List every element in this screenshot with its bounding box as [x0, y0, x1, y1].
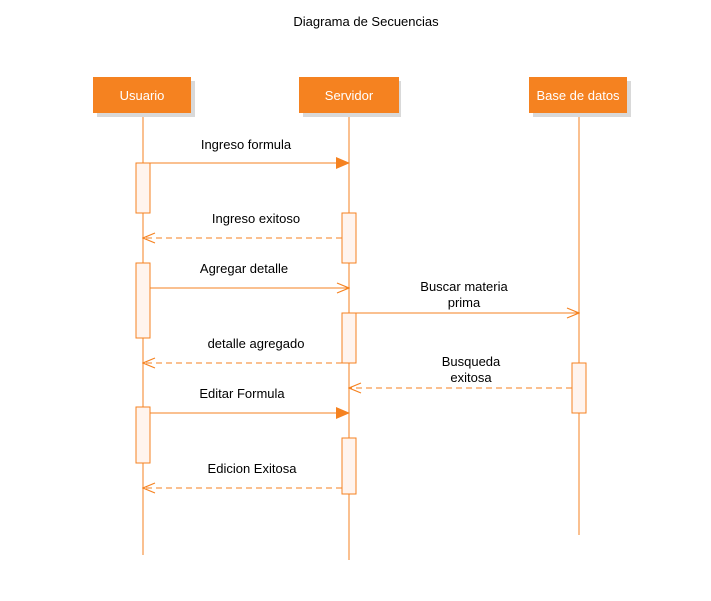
message-label: Edicion Exitosa: [208, 461, 298, 476]
activation-bar: [135, 162, 151, 214]
message-label: detalle agregado: [208, 336, 305, 351]
message-label: Ingreso formula: [201, 137, 292, 152]
message-label: Buscar materia: [420, 279, 508, 294]
message-label: Busqueda: [442, 354, 501, 369]
activation-bar: [341, 437, 357, 495]
message-label: prima: [448, 295, 481, 310]
actor-label-bd: Base de datos: [536, 88, 620, 103]
message-busqueda-exitosa: Busqueda exitosa: [349, 354, 572, 388]
message-detalle-agregado: detalle agregado: [143, 336, 342, 363]
message-ingreso-exitoso: Ingreso exitoso: [143, 211, 342, 238]
message-label: exitosa: [450, 370, 492, 385]
message-label: Agregar detalle: [200, 261, 288, 276]
diagram-title: Diagrama de Secuencias: [293, 14, 439, 29]
message-buscar-materia-prima: Buscar materia prima: [356, 279, 579, 313]
message-edicion-exitosa: Edicion Exitosa: [143, 461, 342, 488]
actor-box-servidor: [299, 77, 399, 113]
activation-bar: [571, 362, 587, 414]
message-label: Ingreso exitoso: [212, 211, 300, 226]
activation-bar: [135, 262, 151, 339]
activations: [135, 162, 587, 495]
actor-servidor[interactable]: Servidor: [299, 77, 401, 117]
message-editar-formula: Editar Formula: [150, 386, 350, 419]
activation-bar: [135, 406, 151, 464]
actor-label-usuario: Usuario: [120, 88, 165, 103]
actor-usuario[interactable]: Usuario: [93, 77, 195, 117]
actor-bd[interactable]: Base de datos: [529, 77, 631, 117]
activation-bar: [341, 212, 357, 264]
message-ingreso-formula: Ingreso formula: [150, 137, 350, 169]
activation-bar: [341, 312, 357, 364]
actor-box-usuario: [93, 77, 191, 113]
message-label: Editar Formula: [199, 386, 285, 401]
actor-label-servidor: Servidor: [325, 88, 374, 103]
message-agregar-detalle: Agregar detalle: [150, 261, 349, 288]
actor-box-bd: [529, 77, 627, 113]
